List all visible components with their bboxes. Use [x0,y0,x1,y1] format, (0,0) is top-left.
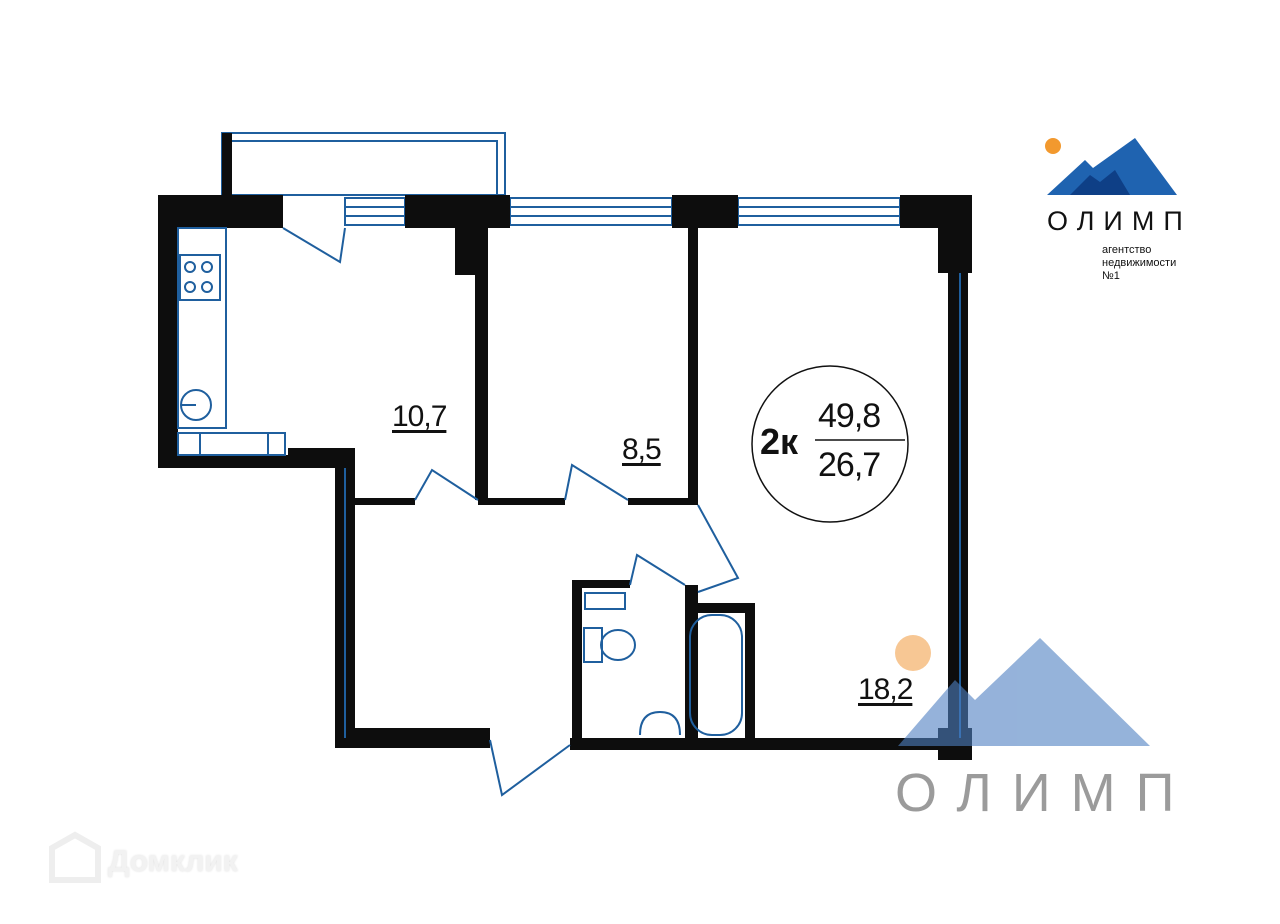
domklik-icon [49,831,101,883]
apartment-type: 2к [760,421,799,462]
brand-subtitle-line: агентство [1102,244,1152,256]
watermark-text: ОЛИМП [895,763,1195,823]
doors [282,227,961,797]
brand-subtitle-line: недвижимости [1102,257,1177,269]
summary-circle [751,365,909,523]
bathroom-fixtures [583,592,743,736]
brand-subtitle-line: №1 [1102,270,1120,282]
kitchen-fixtures [177,227,286,456]
logo-icon [1045,138,1177,195]
room-area-bedroom: 8,5 [622,433,662,466]
total-area: 49,8 [818,397,881,435]
living-area: 26,7 [818,446,881,484]
balcony [221,132,506,196]
domklik-watermark: Домклик [108,845,238,878]
brand-subtitle: агентство недвижимости №1 [1102,244,1176,283]
brand-name: ОЛИМП [1047,206,1192,236]
room-area-living: 18,2 [858,673,913,706]
room-area-kitchen: 10,7 [392,400,447,433]
watermark-logo [895,635,1150,746]
